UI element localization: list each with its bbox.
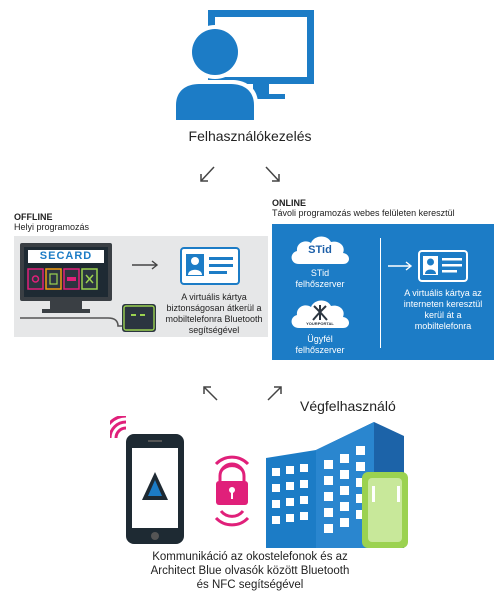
client-cloud-label: Ügyfél felhőszerver	[295, 334, 345, 355]
virtual-card-icon	[180, 247, 240, 285]
stid-cloud-label: STid felhőszerver	[295, 268, 345, 289]
offline-description: A virtuális kártya biztonságosan átkerül…	[165, 292, 263, 335]
client-cloud-icon	[287, 296, 353, 330]
secard-brand: SECARD	[39, 250, 93, 262]
user-computer-icon	[170, 8, 330, 120]
arrow-right-online-icon	[388, 261, 414, 271]
smartphone-icon	[110, 416, 190, 546]
online-subtitle: Távoli programozás webes felületen keres…	[272, 208, 455, 218]
arrow-down-right-icon	[262, 164, 284, 186]
building-icon	[264, 420, 424, 550]
usb-reader-device	[20, 300, 160, 336]
end-user-label: Végfelhasználó	[300, 398, 396, 414]
stid-logo: STid	[308, 244, 332, 256]
online-description: A virtuális kártya az interneten kereszt…	[403, 288, 483, 331]
virtual-card-icon-online	[418, 250, 468, 282]
offline-subtitle: Helyi programozás	[14, 222, 90, 232]
offline-title: OFFLINE	[14, 212, 53, 222]
arrow-down-left-icon	[196, 164, 218, 186]
bottom-caption: Kommunikáció az okostelefonok és az Arch…	[150, 551, 350, 591]
online-divider	[380, 238, 381, 348]
arrow-up-right-icon	[264, 382, 286, 404]
online-title: ONLINE	[272, 198, 307, 208]
user-management-label: Felhasználókezelés	[188, 128, 312, 144]
arrow-up-left-icon	[199, 382, 221, 404]
arrow-right-icon	[132, 260, 160, 270]
secure-lock-icon	[206, 454, 258, 528]
stid-cloud-icon	[287, 232, 353, 266]
yourportal-logo: YOURPORTAL	[306, 321, 334, 326]
secard-monitor	[20, 243, 112, 315]
